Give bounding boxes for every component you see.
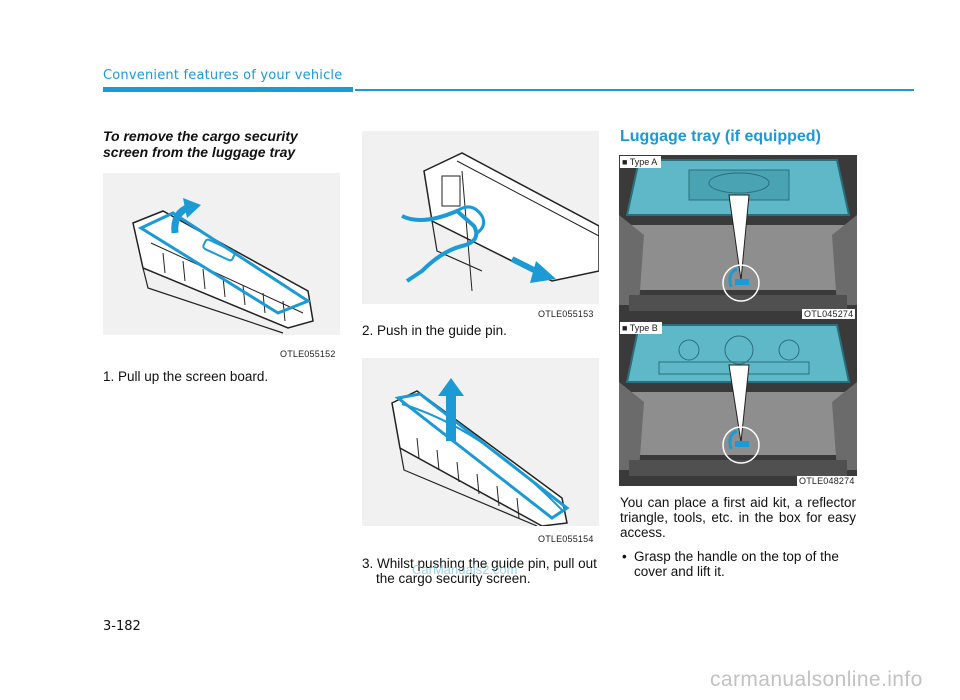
type-a-label: ■ Type A: [620, 156, 662, 168]
bullet-symbol: •: [622, 549, 627, 564]
step-2: 2. Push in the guide pin.: [362, 323, 602, 338]
luggage-tray-paragraph: You can place a first aid kit, a reflect…: [620, 495, 856, 540]
cargo-screen-illustration-1: [132, 198, 314, 334]
step-number: 2.: [362, 323, 374, 338]
figure-code-1: OTLE055152: [280, 349, 336, 359]
procedure-heading: To remove the cargo security screen from…: [103, 128, 298, 160]
step-text: Whilst pushing the guide pin, pull out t…: [376, 556, 597, 586]
cargo-screen-illustration-2: [391, 378, 570, 526]
step-text: Pull up the screen board.: [118, 369, 269, 384]
figure-push-guide-pin: [362, 131, 599, 304]
figure-pull-out-screen: [362, 358, 599, 526]
type-a-code: OTL045274: [802, 309, 856, 319]
figure-pull-up-screen: [103, 173, 340, 335]
page-number: 3-182: [103, 619, 141, 634]
section-header-title: Convenient features of your vehicle: [103, 68, 343, 83]
watermark-carmanualsonline: carmanualsonline.info: [710, 668, 923, 691]
bullet-instruction: • Grasp the handle on the top of the cov…: [620, 549, 856, 579]
step-number: 3.: [362, 556, 374, 571]
luggage-tray-title: Luggage tray (if equipped): [620, 128, 821, 145]
step-3: 3. Whilst pushing the guide pin, pull ou…: [362, 556, 600, 586]
figure-luggage-tray-type-a: [619, 155, 857, 321]
figure-code-2: OTLE055153: [538, 309, 594, 319]
guide-pin-illustration: [401, 152, 599, 292]
figure-luggage-tray-type-b: [619, 320, 857, 486]
step-number: 1.: [103, 369, 115, 384]
figure-code-3: OTLE055154: [538, 534, 594, 544]
luggage-tray-photo-b: [619, 320, 857, 486]
step-text: Push in the guide pin.: [377, 323, 507, 338]
luggage-tray-photo-a: [619, 155, 857, 321]
type-b-code: OTLE048274: [797, 476, 857, 486]
header-rule-thick: [103, 87, 353, 92]
bullet-text: Grasp the handle on the top of the cover…: [634, 549, 839, 579]
header-rule-thin: [355, 89, 914, 91]
type-b-label: ■ Type B: [620, 322, 662, 334]
step-1: 1. Pull up the screen board.: [103, 369, 343, 384]
watermark-carmanuals2: CarManuals2.com: [412, 562, 518, 577]
